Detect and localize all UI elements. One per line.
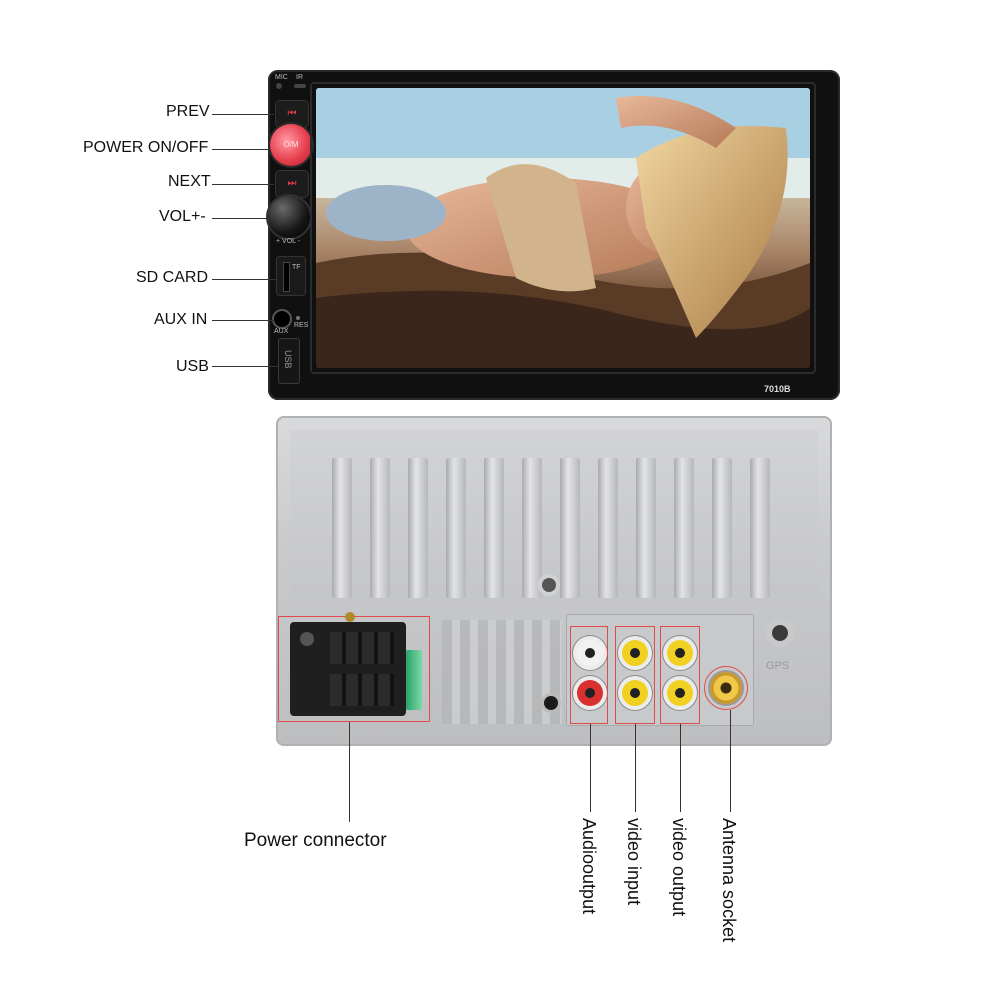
heatsink-fin: [598, 458, 618, 598]
heatsink-fin: [674, 458, 694, 598]
connector-pins-top: [330, 632, 394, 664]
leader-power-connector: [349, 722, 350, 822]
callout-audio-output: Audiooutput: [579, 818, 599, 915]
callout-antenna-socket: Antenna socket: [719, 818, 739, 943]
callout-power: POWER ON/OFF: [83, 139, 209, 156]
aux-in-jack[interactable]: [274, 311, 290, 327]
sd-card-slot[interactable]: [283, 262, 290, 292]
leader-vol: [212, 218, 268, 219]
heatsink-fin: [408, 458, 428, 598]
leader-video-input: [635, 724, 636, 812]
gps-label: GPS: [766, 660, 790, 672]
audio-out-white-jack[interactable]: [577, 640, 603, 666]
connector-pins-bottom: [330, 674, 394, 706]
screen-bezel: [310, 82, 816, 374]
next-icon: ⏭: [287, 178, 297, 189]
heatsink-fin: [446, 458, 466, 598]
leader-aux-in: [212, 320, 274, 321]
leader-next: [212, 184, 274, 185]
leader-audio-output: [590, 724, 591, 812]
vent-grille: [442, 620, 562, 724]
heatsink-fin: [560, 458, 580, 598]
video-input-highlight: [615, 626, 655, 724]
callout-power-connector: Power connector: [244, 830, 387, 851]
leader-sd-card: [212, 279, 276, 280]
reset-hole[interactable]: [296, 316, 300, 320]
leader-antenna: [730, 710, 731, 812]
ir-window: [294, 84, 306, 88]
heatsink-fin: [750, 458, 770, 598]
mounting-hole: [542, 578, 556, 592]
callout-video-output: video output: [669, 818, 689, 917]
leader-prev: [212, 114, 274, 115]
heatsink-fin: [332, 458, 352, 598]
heatsink-fin: [712, 458, 732, 598]
model-label: 7010B: [764, 384, 791, 394]
leader-usb: [212, 366, 278, 367]
video-in-jack-2[interactable]: [622, 680, 648, 706]
power-button[interactable]: O/M: [270, 124, 312, 166]
heatsink-fin: [522, 458, 542, 598]
antenna-highlight: [704, 666, 748, 710]
heatsink-fin: [370, 458, 390, 598]
prev-button[interactable]: ⏮: [275, 100, 309, 128]
callout-next: NEXT: [168, 173, 211, 190]
connector-latch: [300, 632, 314, 646]
heatsink-fin: [636, 458, 656, 598]
video-out-jack-2[interactable]: [667, 680, 693, 706]
cable-hole: [544, 696, 558, 710]
volume-knob[interactable]: [268, 196, 310, 238]
audio-out-red-jack[interactable]: [577, 680, 603, 706]
touchscreen-display[interactable]: [316, 88, 810, 368]
callout-prev: PREV: [166, 103, 210, 120]
res-label-small: RES: [294, 322, 309, 329]
prev-icon: ⏮: [287, 108, 297, 119]
gps-port[interactable]: [772, 625, 788, 641]
usb-port-label: USB: [283, 350, 293, 369]
video-output-highlight: [660, 626, 700, 724]
power-connector-highlight: [278, 616, 430, 722]
usb-port[interactable]: USB: [278, 338, 300, 384]
callout-usb: USB: [176, 358, 209, 375]
screen-wallpaper-image: [316, 88, 810, 368]
heatsink-fin: [484, 458, 504, 598]
callout-vol: VOL+-: [159, 208, 206, 225]
leader-power: [212, 149, 270, 150]
mic-label: MIC: [275, 74, 288, 81]
audio-output-highlight: [570, 626, 608, 724]
callout-video-input: video input: [624, 818, 644, 906]
callout-aux-in: AUX IN: [154, 311, 208, 328]
next-button[interactable]: ⏭: [275, 170, 309, 198]
ground-screw: [345, 612, 355, 622]
leader-video-output: [680, 724, 681, 812]
video-in-jack-1[interactable]: [622, 640, 648, 666]
aux-label-small: AUX: [274, 328, 289, 335]
fuse: [406, 650, 422, 710]
callout-sd-card: SD CARD: [136, 269, 209, 286]
tf-label: TF: [292, 264, 301, 271]
mic-hole: [276, 83, 282, 89]
ir-label: IR: [296, 74, 303, 81]
vol-label-small: + VOL -: [276, 238, 301, 245]
power-icon: O/M: [283, 140, 299, 149]
sd-card-slot-housing: [276, 256, 306, 296]
video-out-jack-1[interactable]: [667, 640, 693, 666]
